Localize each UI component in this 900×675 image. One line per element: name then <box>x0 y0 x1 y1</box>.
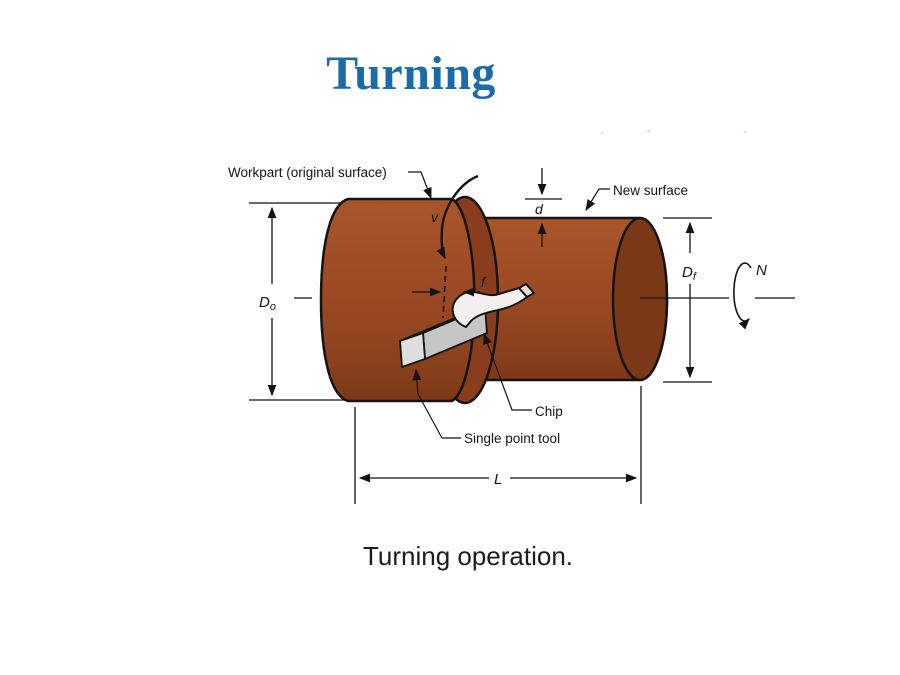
chip <box>451 283 535 328</box>
original-diameter-dimension: Do <box>249 202 347 401</box>
figure-caption: Turning operation. <box>362 541 574 571</box>
chip-label: Chip <box>535 404 563 419</box>
cutting-speed-arrow <box>436 174 479 260</box>
final-diameter-dimension: Df <box>663 217 712 383</box>
depth-label: d <box>535 201 544 217</box>
original-diameter-label: Do <box>259 294 276 313</box>
final-diameter-label: Df <box>682 264 697 283</box>
cutting-speed-label: v <box>431 209 439 225</box>
new-surface-leader <box>585 188 610 212</box>
rotation-symbol: N <box>640 262 795 330</box>
length-dimension: L <box>354 386 642 504</box>
chip-leader <box>483 332 532 411</box>
length-label: L <box>494 471 502 488</box>
tool-leader <box>412 368 461 439</box>
new-surface-label: New surface <box>613 183 688 198</box>
tool-front-face <box>399 332 426 368</box>
single-point-tool-label: Single point tool <box>464 431 560 446</box>
rotation-arrow <box>733 262 752 330</box>
feed-label: f <box>481 274 487 290</box>
chip-curl <box>451 287 528 328</box>
slide-title: Turning <box>326 47 496 100</box>
annotations: Workpart (original surface) New surface … <box>228 165 712 504</box>
cutting-zone: v <box>399 174 535 368</box>
chip-end-facet <box>518 283 535 298</box>
workpart-label: Workpart (original surface) <box>228 165 387 180</box>
depth-dimension: d <box>525 168 562 247</box>
end-face <box>611 216 669 382</box>
faint-artifacts <box>600 129 747 135</box>
dashed-cut-line <box>442 265 447 319</box>
workpart-leader <box>408 171 432 200</box>
original-cylinder <box>319 197 476 403</box>
rotation-label: N <box>756 262 767 279</box>
